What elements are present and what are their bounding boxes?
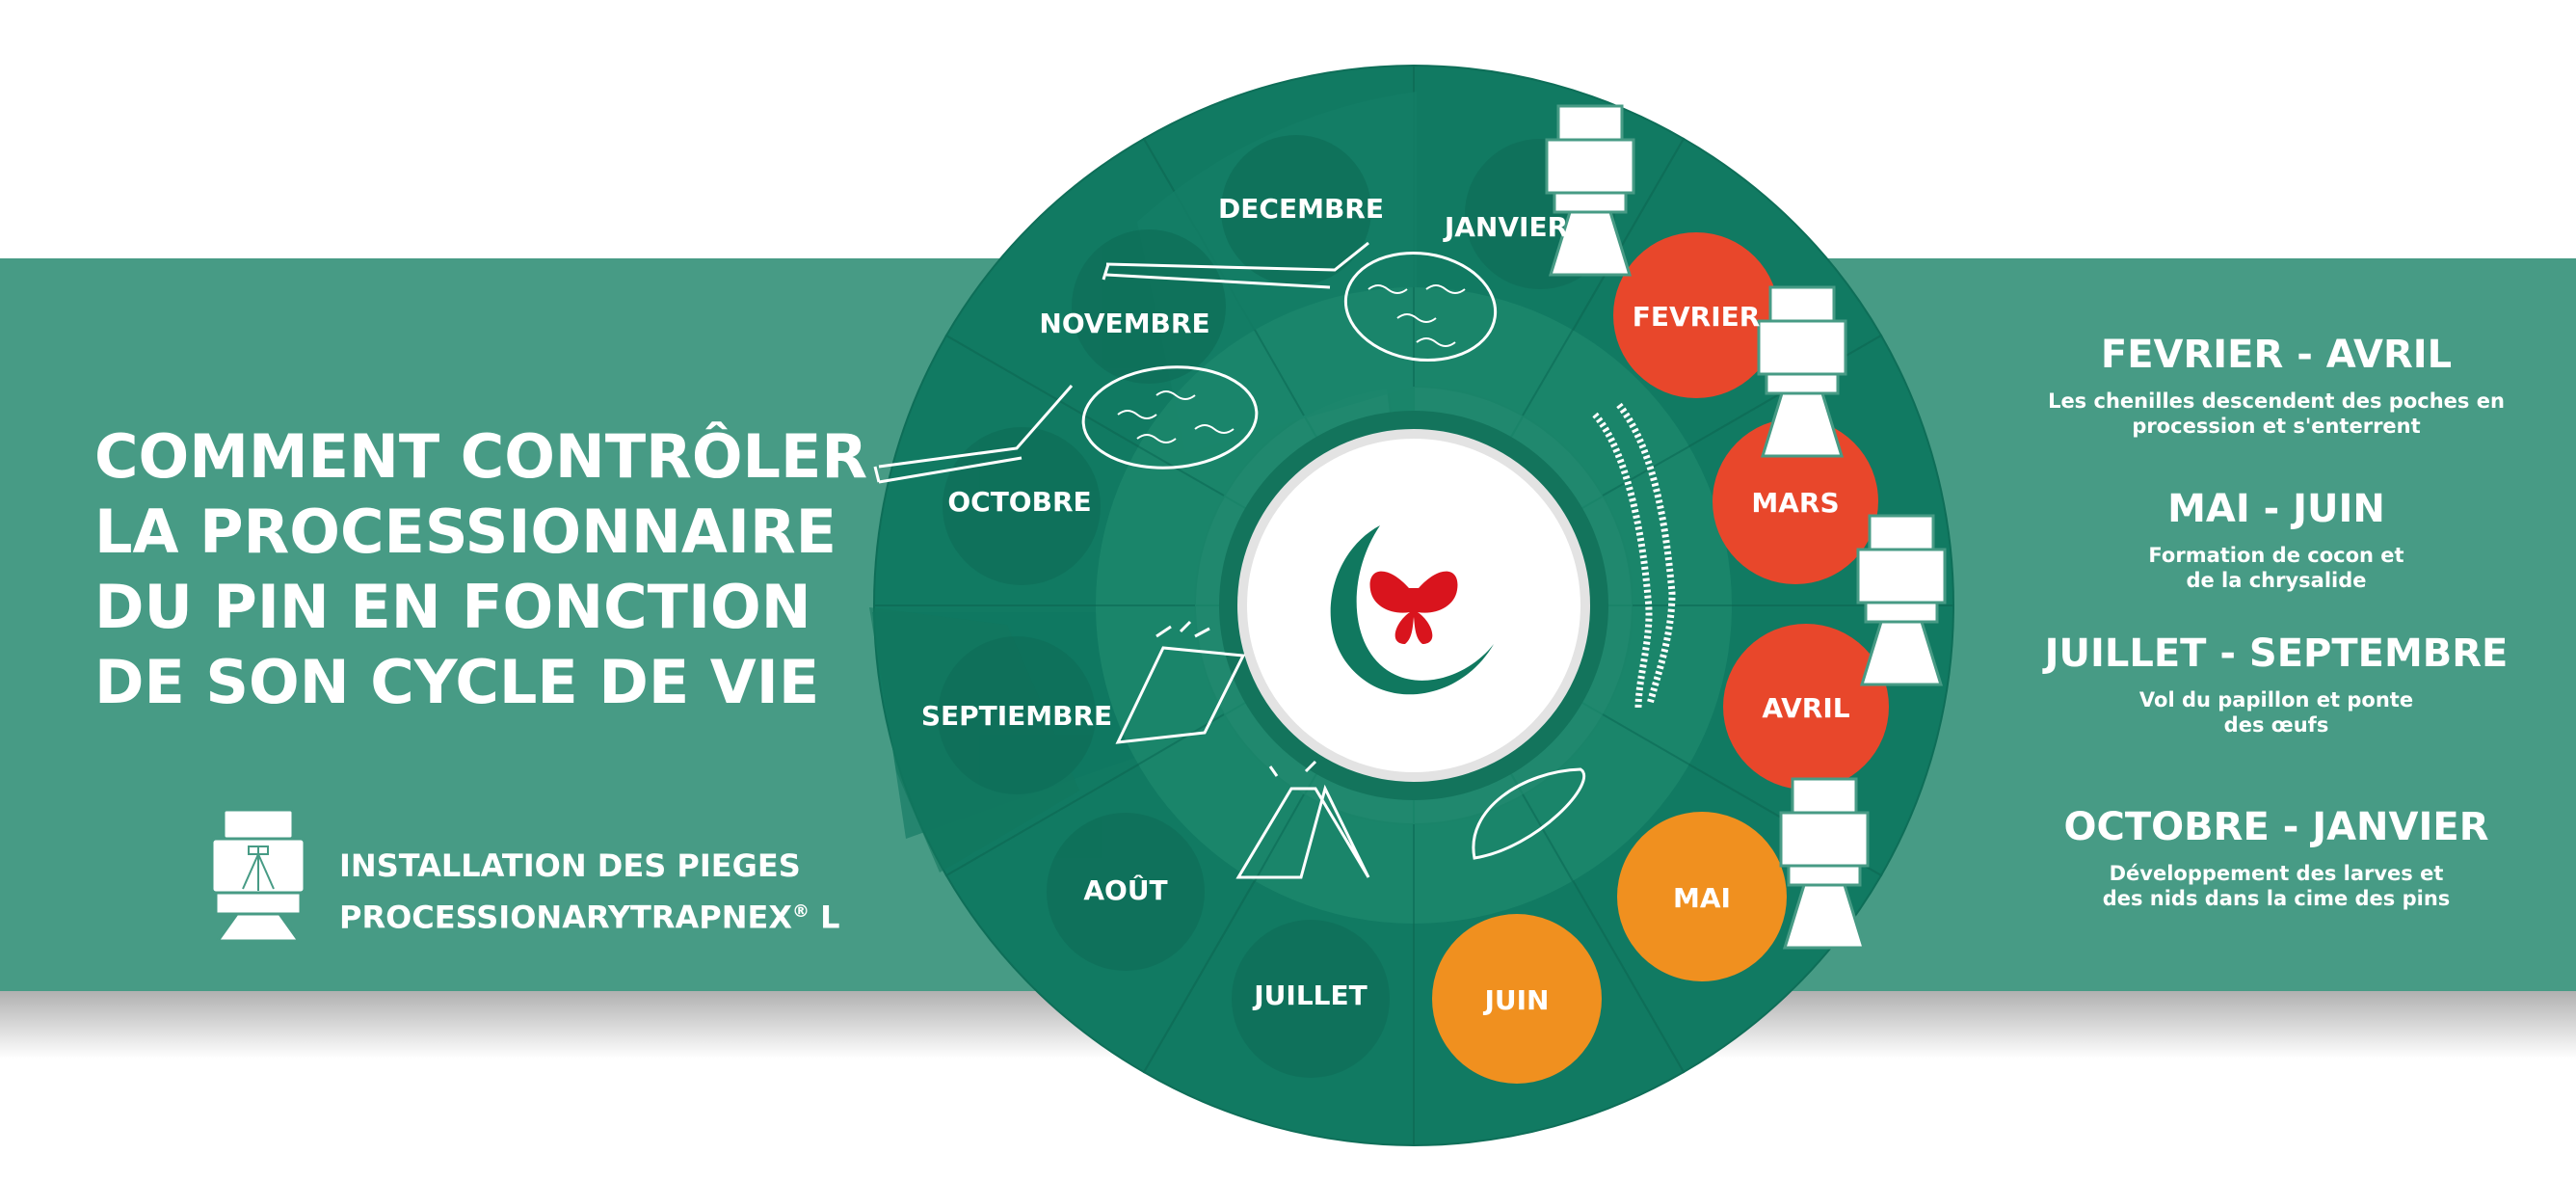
title-line-2: LA PROCESSIONNAIRE	[94, 497, 837, 567]
fevrier-circle	[1613, 232, 1779, 398]
phase-heading: MAI - JUIN	[2167, 487, 2385, 531]
phase-fevrier-avril: FEVRIER - AVRIL Les chenilles descendent…	[1978, 333, 2575, 439]
month-label-juin: JUIN	[1482, 984, 1549, 1016]
nest-icon	[873, 241, 1498, 484]
month-label-novembre: NOVEMBRE	[1039, 308, 1209, 339]
phase-desc-line: des œufs	[2223, 713, 2329, 737]
mai-circle	[1617, 812, 1787, 981]
title-line-3: DU PIN EN FONCTION	[94, 572, 811, 642]
month-label-avril: AVRIL	[1762, 692, 1849, 724]
phase-description: Développement des larves et des nids dan…	[1978, 861, 2575, 911]
cocoon-icon	[1472, 767, 1586, 860]
month-label-mars: MARS	[1751, 487, 1839, 519]
month-label-mai: MAI	[1673, 882, 1731, 914]
legend-product-suffix: L	[810, 899, 840, 936]
phase-description: Vol du papillon et ponte des œufs	[1978, 687, 2575, 738]
phase-description: Les chenilles descendent des poches en p…	[1978, 389, 2575, 439]
phase-juillet-septembre: JUILLET - SEPTEMBRE Vol du papillon et p…	[1978, 631, 2575, 738]
legend-line-1: INSTALLATION DES PIEGES	[339, 847, 801, 884]
phase-heading: JUILLET - SEPTEMBRE	[2044, 631, 2509, 676]
mars-circle	[1713, 418, 1878, 584]
phase-mai-juin: MAI - JUIN Formation de cocon et de la c…	[1978, 487, 2575, 593]
month-label-janvier: JANVIER	[1443, 211, 1568, 243]
month-label-juillet: JUILLET	[1252, 980, 1367, 1011]
legend-line-2: PROCESSIONARYTRAPNEX® L	[339, 889, 840, 941]
caterpillar-icon	[1592, 402, 1676, 710]
phase-description: Formation de cocon et de la chrysalide	[1978, 543, 2575, 593]
month-circles	[938, 135, 1615, 1078]
phase-desc-line: Développement des larves et	[2109, 862, 2444, 885]
trap-icon	[210, 808, 306, 943]
butterfly-logo-icon	[1330, 525, 1494, 695]
phase-desc-line: Les chenilles descendent des poches en	[2048, 389, 2505, 413]
title-line-1: COMMENT CONTRÔLER	[94, 421, 868, 492]
phase-desc-line: Vol du papillon et ponte	[2138, 688, 2414, 711]
trap-icon-janvier	[1545, 104, 1635, 277]
month-label-aout: AOÛT	[1083, 873, 1167, 906]
phase-octobre-janvier: OCTOBRE - JANVIER Développement des larv…	[1978, 805, 2575, 911]
phase-desc-line: des nids dans la cime des pins	[2102, 887, 2451, 910]
phase-desc-line: de la chrysalide	[2186, 569, 2367, 592]
phase-heading: FEVRIER - AVRIL	[2100, 333, 2453, 377]
trap-icon-fevrier	[1757, 285, 1847, 458]
page-title: COMMENT CONTRÔLER LA PROCESSIONNAIRE DU …	[94, 419, 885, 720]
phase-desc-line: Formation de cocon et	[2148, 544, 2404, 567]
phase-heading: OCTOBRE - JANVIER	[2063, 805, 2489, 849]
month-label-septembre: SEPTIEMBRE	[921, 700, 1112, 732]
phase-desc-line: procession et s'enterrent	[2132, 415, 2421, 438]
month-label-fevrier: FEVRIER	[1633, 301, 1761, 333]
month-label-decembre: DECEMBRE	[1218, 193, 1384, 225]
trap-icon-mai	[1779, 777, 1870, 950]
trap-legend: INSTALLATION DES PIEGES PROCESSIONARYTRA…	[339, 843, 840, 941]
avril-circle	[1723, 624, 1889, 790]
month-label-octobre: OCTOBRE	[947, 486, 1091, 518]
juin-circle	[1432, 914, 1602, 1084]
moth-icon	[1115, 620, 1370, 879]
trap-icon-avril	[1856, 514, 1947, 686]
legend-product-name: PROCESSIONARYTRAPNEX	[339, 899, 793, 936]
registered-mark: ®	[792, 901, 810, 922]
title-line-4: DE SON CYCLE DE VIE	[94, 647, 820, 717]
